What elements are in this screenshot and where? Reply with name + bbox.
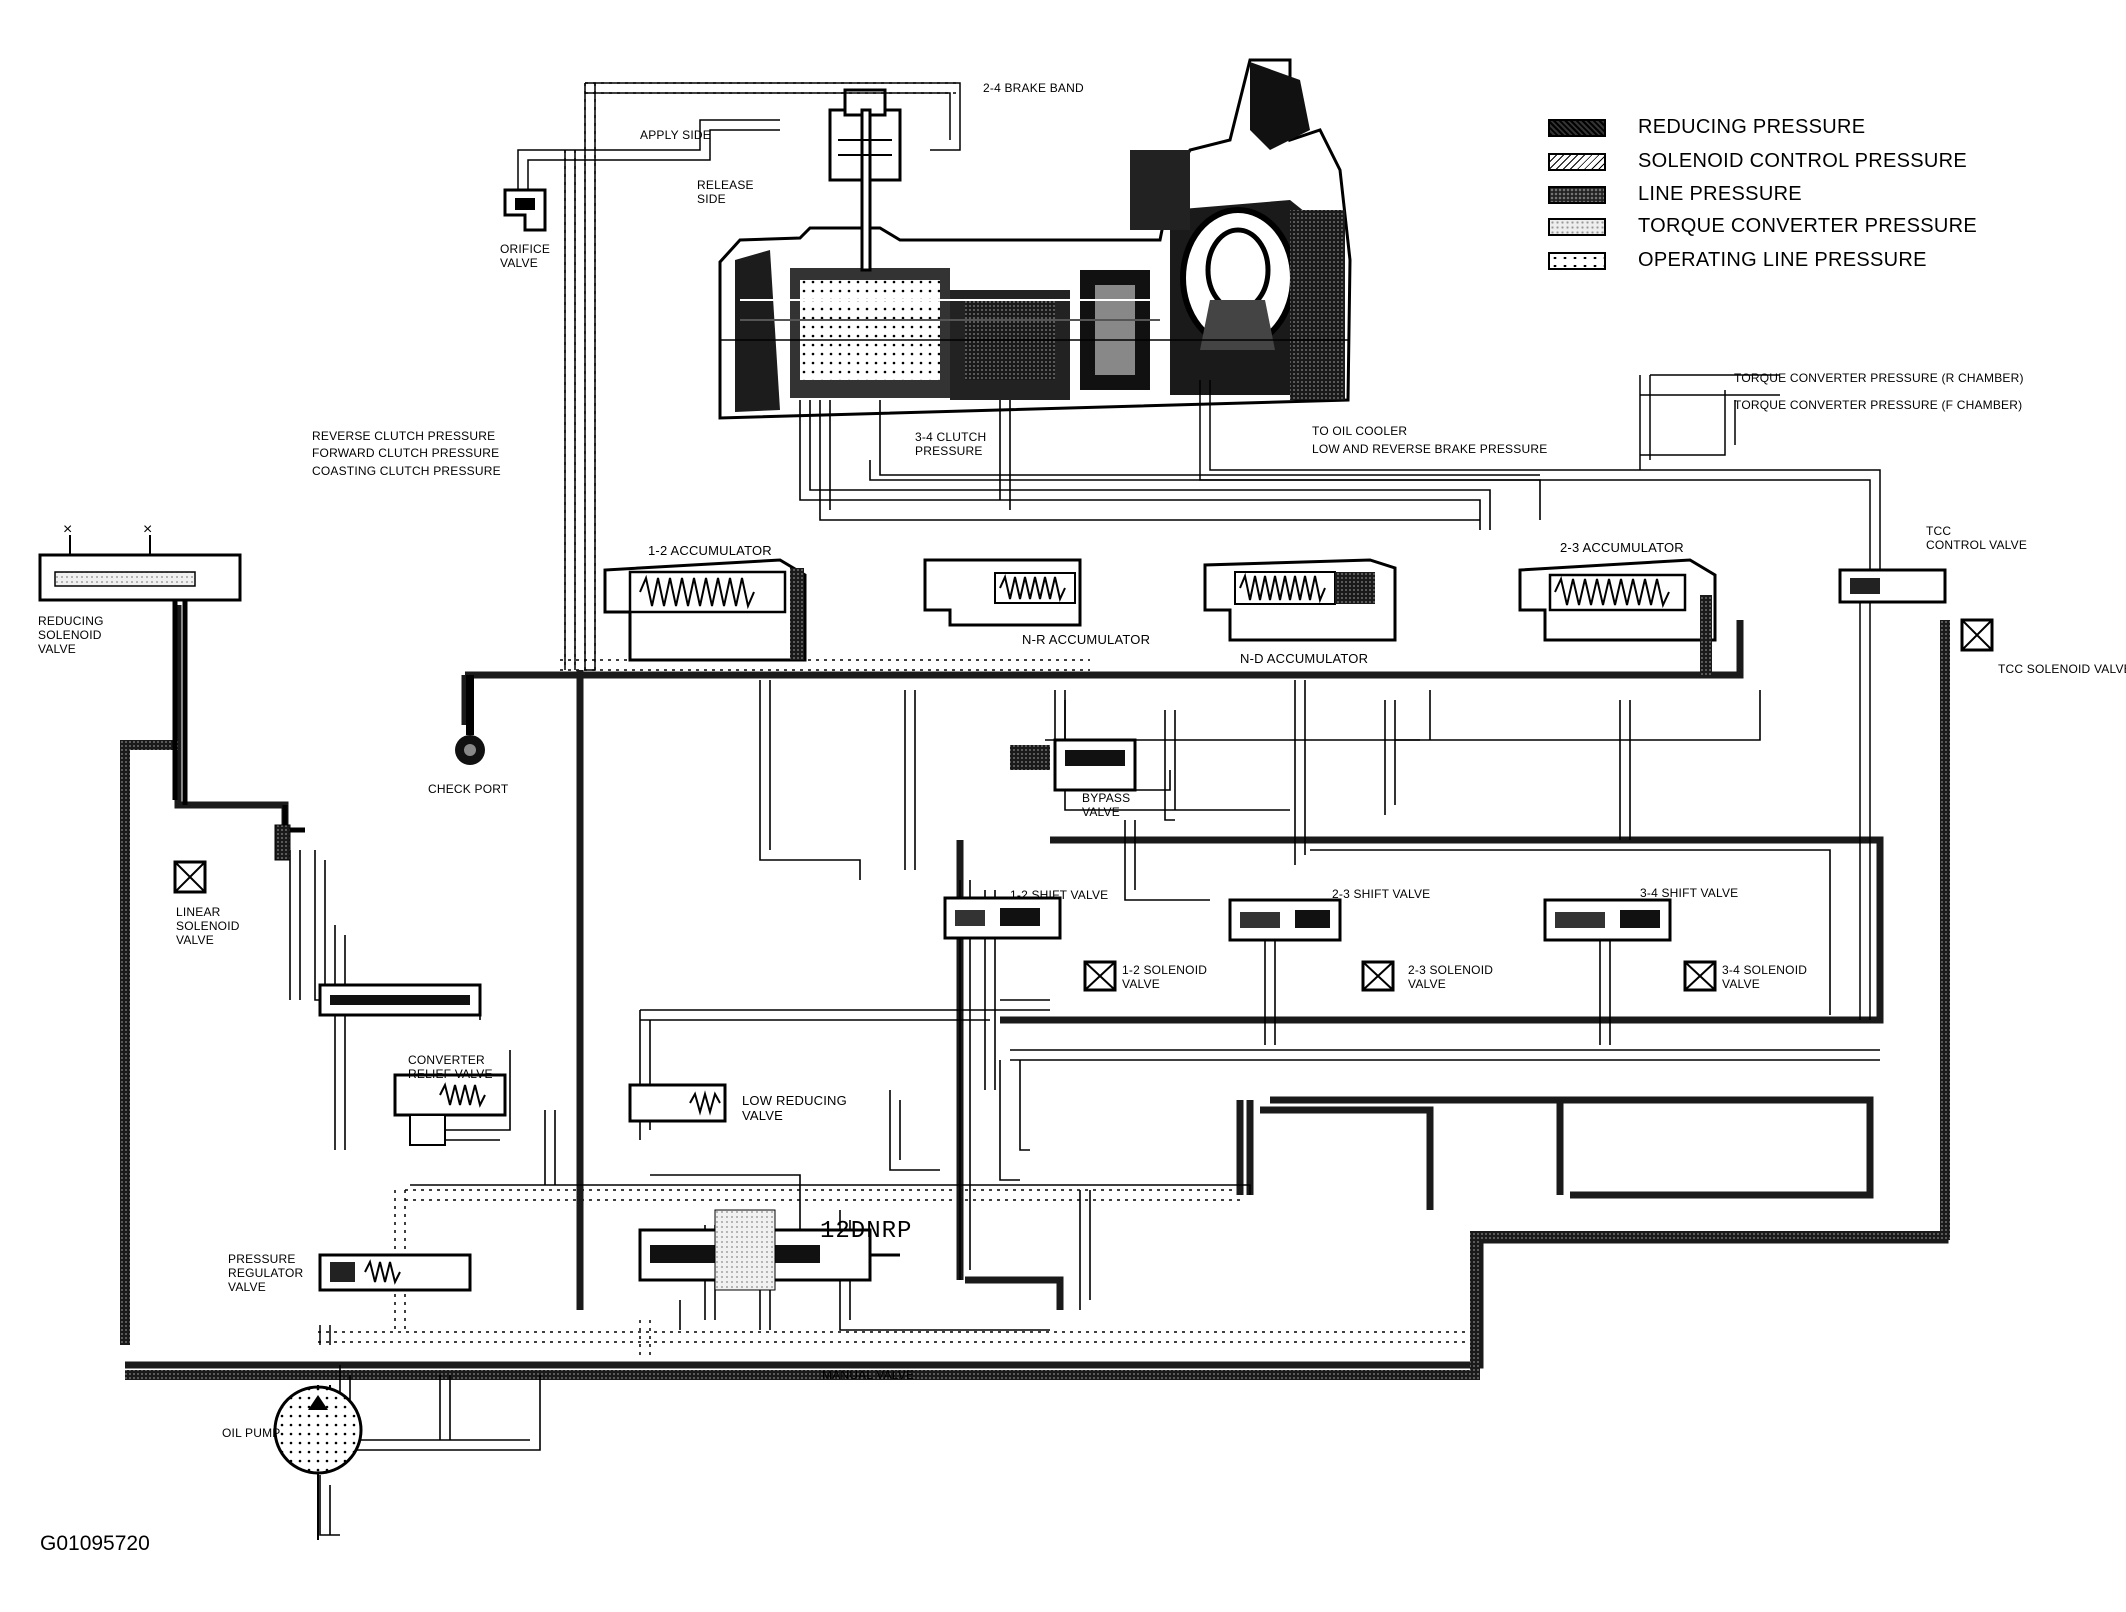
tcc-solenoid-valve-body: [1960, 618, 1994, 652]
label-2-3-accumulator: 2-3 ACCUMULATOR: [1560, 540, 1684, 555]
reducing-solenoid-valve-body: × ×: [38, 521, 242, 602]
legend-label-solenoid: SOLENOID CONTROL PRESSURE: [1638, 150, 1968, 172]
manual-valve-body: [638, 1209, 900, 1291]
label-brake-band: 2-4 BRAKE BAND: [983, 81, 1084, 95]
accumulator-1-2: [603, 558, 807, 662]
label-linear-solenoid-valve: LINEAR SOLENOID VALVE: [176, 905, 240, 947]
label-bypass-valve: BYPASS VALVE: [1082, 791, 1131, 819]
label-reverse-clutch: REVERSE CLUTCH PRESSURE: [312, 429, 496, 443]
label-to-oil-cooler: TO OIL COOLER: [1312, 424, 1408, 438]
label-coasting-clutch: COASTING CLUTCH PRESSURE: [312, 464, 501, 478]
label-1-2-solenoid-valve: 1-2 SOLENOID VALVE: [1122, 963, 1208, 991]
legend-label-line: LINE PRESSURE: [1638, 183, 1802, 205]
bypass-valve-body: [1010, 738, 1137, 792]
label-n-d-accumulator: N-D ACCUMULATOR: [1240, 651, 1369, 666]
label-apply-side: APPLY SIDE: [640, 128, 711, 142]
legend-swatch-solenoid: [1548, 153, 1606, 171]
label-2-3-solenoid-valve: 2-3 SOLENOID VALVE: [1408, 963, 1494, 991]
label-forward-clutch: FORWARD CLUTCH PRESSURE: [312, 446, 500, 460]
oil-pump-body: [273, 1385, 363, 1540]
label-tcc-control-valve: TCC CONTROL VALVE: [1926, 524, 2028, 552]
shift-valve-1-2: [943, 896, 1062, 940]
check-port-symbol: [455, 735, 485, 765]
label-release-side: RELEASE SIDE: [697, 178, 754, 206]
transmission-cross-section: [718, 58, 1352, 420]
label-n-r-accumulator: N-R ACCUMULATOR: [1022, 632, 1151, 647]
pressure-regulator-valve-body: [318, 1253, 472, 1292]
label-1-2-accumulator: 1-2 ACCUMULATOR: [648, 543, 772, 558]
tcc-control-valve-body: [1838, 568, 1947, 604]
label-torque-converter-f: TORQUE CONVERTER PRESSURE (F CHAMBER): [1734, 398, 2023, 412]
label-oil-pump: OIL PUMP: [222, 1426, 281, 1440]
accumulator-n-r: [923, 558, 1082, 627]
label-check-port: CHECK PORT: [428, 782, 509, 796]
low-reducing-valve-body: [628, 1083, 727, 1123]
legend-label-torque: TORQUE CONVERTER PRESSURE: [1638, 215, 1978, 237]
solenoid-valve-2-3: [1361, 960, 1395, 992]
accumulator-2-3: [1518, 558, 1717, 675]
label-reducing-solenoid-valve: REDUCING SOLENOID VALVE: [38, 614, 104, 656]
legend-swatch-operating: [1548, 252, 1606, 270]
label-3-4-shift-valve: 3-4 SHIFT VALVE: [1640, 886, 1739, 900]
svg-text:×: ×: [63, 521, 72, 538]
label-manual-valve: MANUAL VALVE: [822, 1368, 915, 1382]
converter-chamber: [318, 983, 482, 1017]
label-converter-relief-valve: CONVERTER RELIEF VALVE: [408, 1053, 493, 1081]
label-torque-converter-r: TORQUE CONVERTER PRESSURE (R CHAMBER): [1734, 371, 2024, 385]
linear-solenoid-valve-body: [173, 824, 291, 894]
label-1-2-shift-valve: 1-2 SHIFT VALVE: [1010, 888, 1109, 902]
svg-text:×: ×: [143, 521, 152, 538]
shift-valve-3-4: [1543, 898, 1672, 942]
legend-swatch-reducing: [1548, 119, 1606, 137]
solenoid-valve-1-2: [1083, 960, 1117, 992]
label-2-3-shift-valve: 2-3 SHIFT VALVE: [1332, 887, 1431, 901]
label-orifice-valve: ORIFICE VALVE: [500, 242, 551, 270]
shift-valve-2-3: [1228, 898, 1342, 942]
solenoid-valve-3-4: [1683, 960, 1717, 992]
label-tcc-solenoid-valve: TCC SOLENOID VALVE: [1998, 662, 2126, 676]
label-pressure-regulator-valve: PRESSURE REGULATOR VALVE: [228, 1252, 304, 1294]
accumulator-n-d: [1203, 558, 1397, 642]
label-3-4-solenoid-valve: 3-4 SOLENOID VALVE: [1722, 963, 1808, 991]
converter-relief-valve-body: [393, 1073, 507, 1146]
legend-swatch-line: [1548, 186, 1606, 204]
legend-label-operating: OPERATING LINE PRESSURE: [1638, 249, 1927, 271]
label-gear-positions: 12DNRP: [820, 1218, 913, 1245]
label-3-4-clutch: 3-4 CLUTCH PRESSURE: [915, 430, 987, 458]
label-low-reducing-valve: LOW REDUCING VALVE: [742, 1093, 847, 1123]
legend-swatch-torque: [1548, 218, 1606, 236]
figure-id: G01095720: [40, 1532, 150, 1555]
legend-label-reducing: REDUCING PRESSURE: [1638, 116, 1866, 138]
orifice-valve-body: [503, 188, 547, 232]
label-low-reverse-brake: LOW AND REVERSE BRAKE PRESSURE: [1312, 442, 1548, 456]
